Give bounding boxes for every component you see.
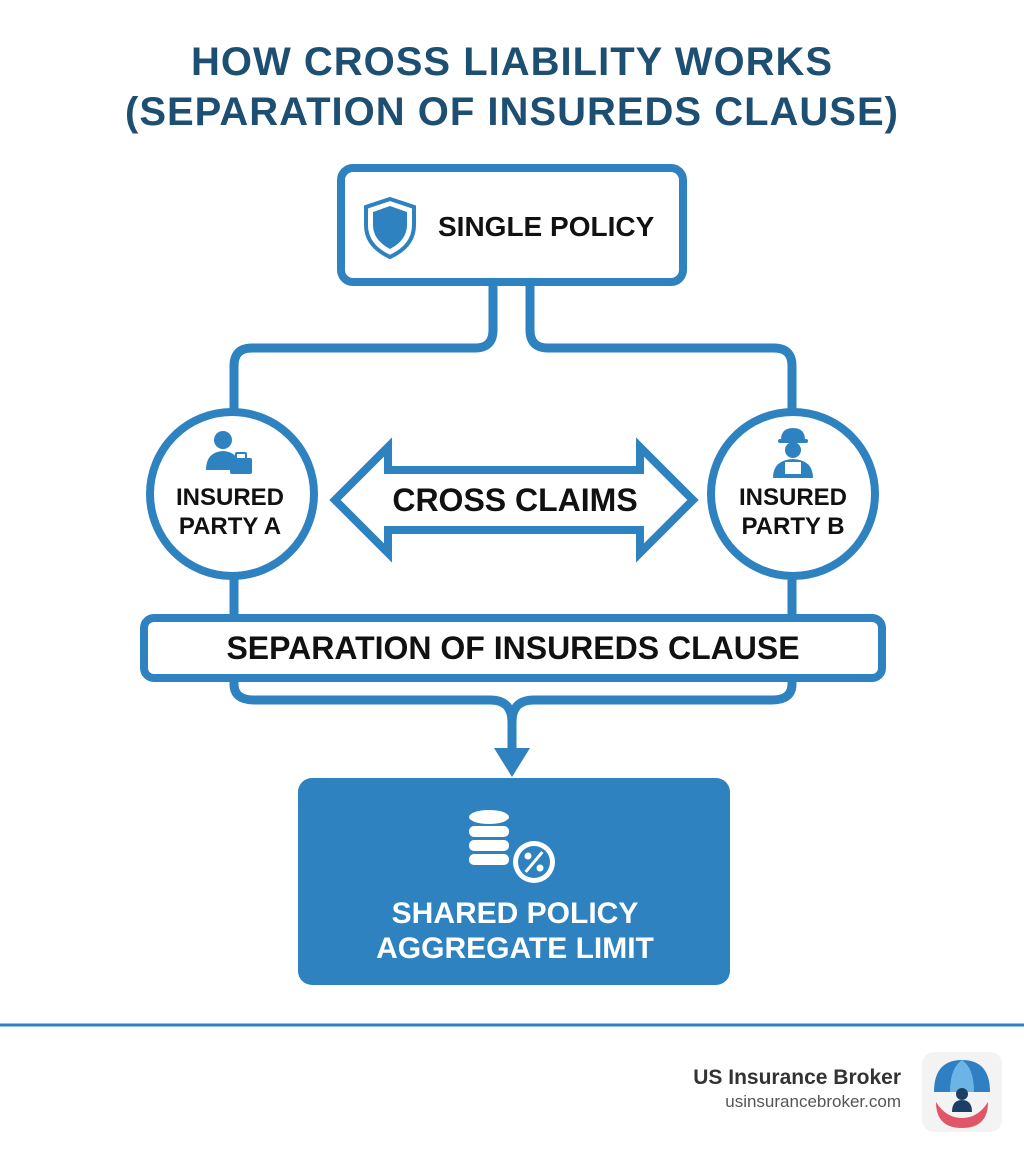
cross-claims-arrow	[329, 437, 699, 563]
party-a-label: INSURED PARTY A	[145, 483, 315, 541]
party-b-circle	[707, 408, 879, 580]
shield-icon	[364, 196, 416, 260]
single-policy-label: SINGLE POLICY	[438, 211, 655, 242]
party-b-label-line-1: INSURED	[738, 484, 847, 511]
party-b-label-line-2: PARTY B	[741, 513, 845, 540]
party-a-label-line-2: PARTY A	[178, 513, 282, 540]
brand-url[interactable]: usinsurancebroker.com	[725, 1092, 901, 1111]
page-title-line-2: (SEPARATION OF INSUREDS CLAUSE)	[125, 90, 899, 134]
connector-policy-to-party-b	[525, 277, 797, 417]
party-a-label-line-1: INSURED	[175, 484, 284, 511]
aggregate-limit-label-line-2: AGGREGATE LIMIT	[376, 932, 654, 965]
connector-clause-left-to-limit	[229, 675, 517, 757]
coins-percent-icon	[469, 810, 555, 883]
connector-policy-to-party-a	[229, 277, 498, 417]
aggregate-limit-box	[298, 778, 730, 985]
party-a-circle	[146, 408, 318, 580]
brand-name: US Insurance Broker	[693, 1066, 901, 1089]
connectors	[229, 277, 797, 757]
separation-clause-box	[140, 614, 886, 682]
connector-clause-right-to-limit	[507, 675, 797, 727]
aggregate-limit-label: SHARED POLICY AGGREGATE LIMIT	[300, 896, 730, 966]
party-b-label: INSURED PARTY B	[708, 483, 878, 541]
umbrella-person-heart-logo	[922, 1052, 1002, 1132]
arrowhead-down	[494, 748, 530, 777]
page-title-line-1: HOW CROSS LIABILITY WORKS	[190, 40, 834, 84]
construction-worker-icon	[773, 428, 813, 478]
cross-claims-label: CROSS CLAIMS	[392, 482, 638, 518]
businessperson-briefcase-icon	[206, 431, 252, 474]
single-policy-box	[337, 164, 687, 286]
aggregate-limit-label-line-1: SHARED POLICY	[391, 897, 639, 930]
separation-clause-label: SEPARATION OF INSUREDS CLAUSE	[226, 630, 800, 666]
